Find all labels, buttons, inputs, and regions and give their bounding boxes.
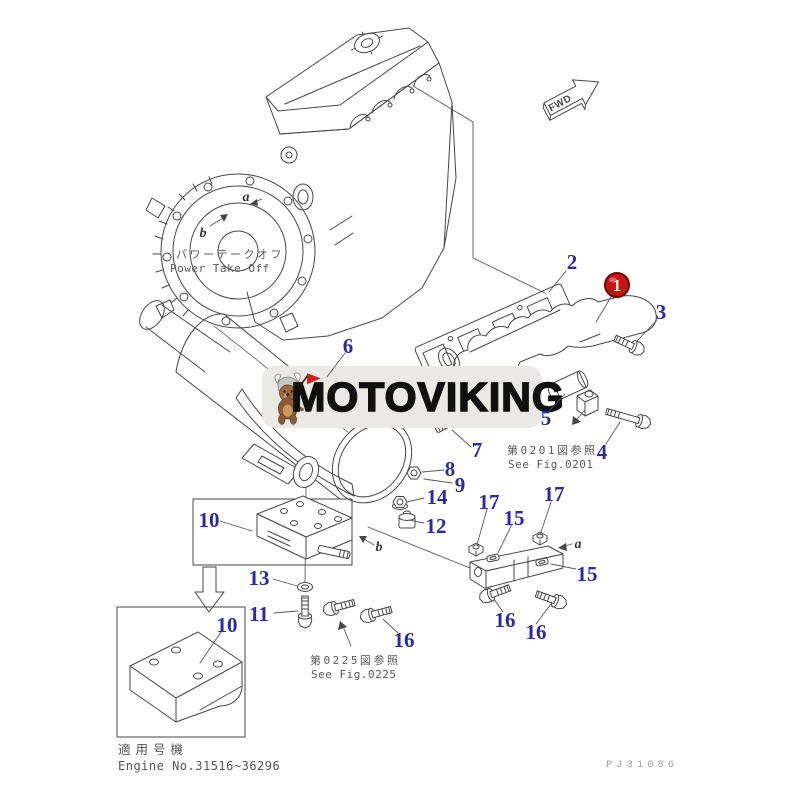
- svg-text:1: 1: [613, 276, 622, 295]
- match-mark-b-engine: b: [200, 214, 228, 241]
- callout-4: 4: [597, 440, 608, 464]
- callout-2: 2: [567, 250, 578, 274]
- match-mark-a-bracket: a: [558, 537, 582, 552]
- bracket-10: [256, 495, 353, 560]
- callout-16-c: 16: [526, 620, 547, 644]
- watermark-text: MOTOVIKING: [291, 374, 564, 420]
- nut-14: [392, 496, 408, 510]
- bracket-box-upper: [192, 495, 353, 566]
- engine-assembly: [145, 27, 546, 341]
- callout-15-b: 15: [577, 562, 598, 586]
- callout-badge-1: 1: [604, 272, 630, 298]
- svg-text:b: b: [200, 226, 207, 241]
- bolt-11: [297, 595, 313, 629]
- callout-16-b: 16: [495, 608, 516, 632]
- leader-lines: [199, 270, 658, 664]
- nut-8: [406, 466, 422, 480]
- callout-17-a: 17: [479, 490, 500, 514]
- callout-3: 3: [656, 300, 667, 324]
- watermark-pill: [262, 366, 542, 428]
- pto-label-en: Power Take Off: [170, 262, 270, 275]
- callout-16-a: 16: [394, 628, 415, 652]
- callout-10-detail: 10: [217, 613, 238, 637]
- callout-11: 11: [249, 602, 269, 626]
- fig0225-arrow: [338, 621, 352, 647]
- callout-17-b: 17: [544, 482, 565, 506]
- detail-down-arrow: [194, 566, 225, 613]
- fwd-direction-arrow: FWD: [542, 79, 599, 121]
- ref-fig0225-en: See Fig.0225: [311, 668, 396, 681]
- callout-7: 7: [472, 438, 483, 462]
- callout-6: 6: [343, 334, 354, 358]
- pto-housing: [145, 173, 316, 333]
- muffler-strap: [235, 388, 355, 497]
- callout-13: 13: [249, 566, 270, 590]
- bracket-box-lower: [116, 606, 246, 738]
- applicability-jp: 適用号機: [118, 742, 188, 757]
- bolt-16-a: [321, 595, 357, 618]
- clip-17-a: [468, 542, 484, 557]
- bolt-16-d: [533, 586, 570, 612]
- watermark: MOTOVIKING: [262, 366, 565, 428]
- ref-fig0201-jp: 第0201図参照: [507, 443, 598, 457]
- clamp-4: [576, 389, 599, 417]
- washer-13: [297, 582, 313, 592]
- svg-text:a: a: [575, 537, 582, 552]
- ref-fig0201-en: See Fig.0201: [508, 458, 593, 471]
- drawing-code: PJ31086: [606, 759, 678, 771]
- callout-14: 14: [427, 485, 449, 509]
- callout-5: 5: [541, 406, 552, 430]
- callout-9: 9: [455, 473, 466, 497]
- ref-fig0225-jp: 第0225図参照: [310, 653, 401, 667]
- fig0201-arrow: [572, 409, 586, 425]
- applicability-en: Engine No.31516~36296: [118, 759, 280, 773]
- bolt-16-b: [358, 602, 394, 625]
- match-mark-b-muffler: b: [359, 536, 383, 555]
- support-bracket-assembly: [468, 531, 570, 612]
- callout-8: 8: [445, 457, 456, 481]
- callout-12: 12: [426, 514, 447, 538]
- callout-10: 10: [199, 508, 220, 532]
- bracket-10-detail: [129, 631, 243, 723]
- svg-text:b: b: [376, 540, 383, 555]
- svg-text:a: a: [243, 190, 250, 205]
- oil-filler-cap: [350, 31, 384, 55]
- pto-label-jp: パワーテークオフ: [176, 248, 284, 261]
- callout-15-a: 15: [504, 506, 525, 530]
- match-mark-a-engine: a: [243, 190, 263, 206]
- spacer-5: [547, 370, 589, 402]
- muffler: [139, 300, 413, 504]
- through-bolt: [317, 545, 351, 559]
- plug-12: [398, 510, 416, 529]
- bolt-4: [603, 404, 653, 432]
- viking-dog-logo: [274, 372, 321, 425]
